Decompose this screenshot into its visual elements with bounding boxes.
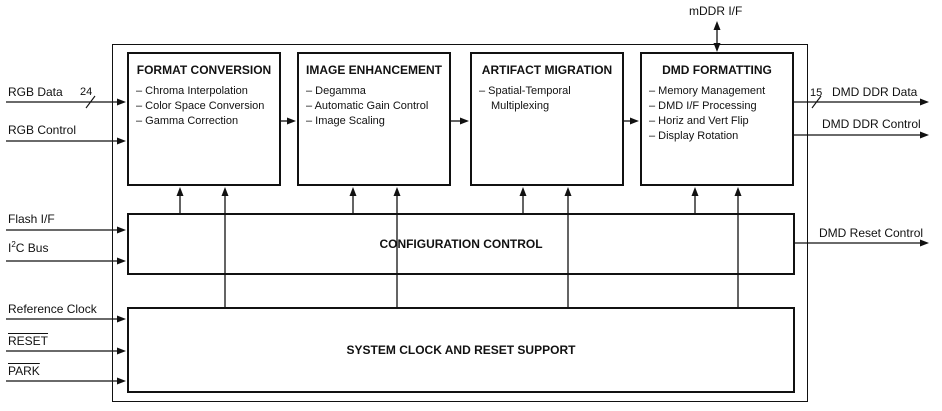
block-item: – Gamma Correction [136, 115, 239, 127]
block-item: – Automatic Gain Control [306, 100, 429, 112]
wire-dmd-reset-control [794, 239, 929, 247]
block-item: – Color Space Conversion [136, 100, 265, 112]
output-label-dmd-ddr-data: DMD DDR Data [832, 85, 918, 99]
wire-park-n [6, 377, 126, 385]
block-image-enhancement: IMAGE ENHANCEMENT – Degamma – Automatic … [297, 52, 451, 186]
input-label-flash-if: Flash I/F [8, 212, 55, 226]
block-format-conversion: FORMAT CONVERSION – Chroma Interpolation… [127, 52, 281, 186]
wire-rgb-control [6, 137, 126, 145]
block-configuration-control: CONFIGURATION CONTROL [127, 213, 795, 275]
wire-reference-clock [6, 315, 126, 323]
block-title-format-conversion: FORMAT CONVERSION [136, 63, 272, 77]
wire-i2c-bus [6, 257, 126, 265]
output-label-dmd-ddr-control: DMD DDR Control [822, 117, 921, 131]
input-label-reference-clock: Reference Clock [8, 302, 97, 316]
input-label-rgb-control: RGB Control [8, 123, 77, 137]
input-label-reset-n: RESET [8, 334, 49, 348]
output-label-dmd-reset-control: DMD Reset Control [819, 226, 924, 240]
block-title-artifact-migration: ARTIFACT MIGRATION [481, 63, 613, 77]
block-item: – Image Scaling [306, 115, 385, 127]
block-artifact-migration: ARTIFACT MIGRATION – Spatial-Temporal Mu… [470, 52, 624, 186]
block-item: – Chroma Interpolation [136, 85, 248, 97]
wire-dmd-ddr-control [794, 131, 929, 139]
block-title-image-enhancement: IMAGE ENHANCEMENT [305, 63, 442, 77]
block-item: – DMD I/F Processing [649, 100, 757, 112]
block-title-dmd-formatting: DMD FORMATTING [662, 63, 772, 77]
block-item: – Horiz and Vert Flip [649, 115, 749, 127]
block-items-artifact-migration: – Spatial-Temporal Multiplexing [472, 84, 622, 114]
block-item: – Spatial-Temporal Multiplexing [479, 85, 571, 112]
block-items-format-conversion: – Chroma Interpolation – Color Space Con… [129, 84, 279, 129]
bus-width-rgb-data: 24 [80, 86, 93, 98]
chip-boundary-box [112, 44, 808, 402]
wire-flash-if [6, 226, 126, 234]
i2c-rest: C Bus [15, 241, 49, 255]
wire-reset-n [6, 347, 126, 355]
block-title-system-clock-reset-support: SYSTEM CLOCK AND RESET SUPPORT [346, 343, 576, 357]
block-items-image-enhancement: – Degamma – Automatic Gain Control – Ima… [299, 84, 449, 129]
input-label-rgb-data: RGB Data [8, 85, 63, 99]
block-system-clock-reset-support: SYSTEM CLOCK AND RESET SUPPORT [127, 307, 795, 393]
block-items-dmd-formatting: – Memory Management – DMD I/F Processing… [642, 84, 792, 144]
block-dmd-formatting: DMD FORMATTING – Memory Management – DMD… [640, 52, 794, 186]
block-title-configuration-control: CONFIGURATION CONTROL [379, 237, 543, 251]
block-item: – Memory Management [649, 85, 766, 97]
i2c-base: I [8, 241, 12, 255]
i2c-sup: 2 [11, 240, 16, 249]
block-item: – Degamma [306, 85, 366, 97]
bus-width-dmd-ddr-data: 15 [810, 87, 823, 99]
port-label-mddr-if: mDDR I/F [689, 4, 743, 18]
input-label-park-n: PARK [8, 364, 40, 378]
input-label-i2c-bus: I2C Bus [8, 240, 49, 256]
block-item: – Display Rotation [649, 130, 739, 142]
